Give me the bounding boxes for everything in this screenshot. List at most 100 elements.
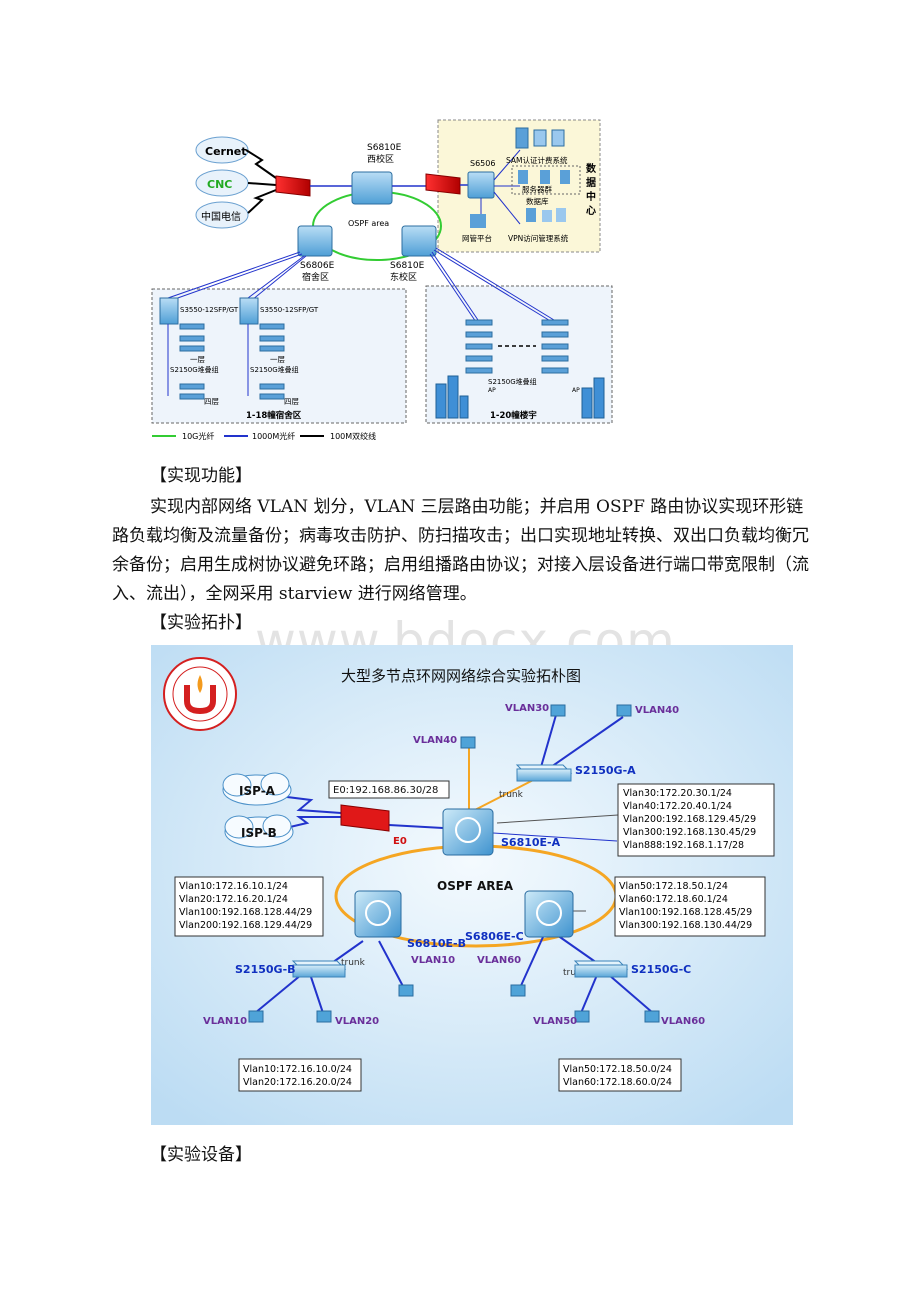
access-switch-a bbox=[515, 764, 573, 782]
core-b-label: S6810E-B bbox=[407, 937, 466, 950]
info-box-net-c: Vlan50:172.18.50.0/24 Vlan60:172.18.60.0… bbox=[558, 1058, 682, 1092]
svg-text:Vlan300:192.168.130.44/29: Vlan300:192.168.130.44/29 bbox=[619, 920, 752, 931]
access-switch-c bbox=[573, 960, 629, 978]
core-switch-c bbox=[524, 890, 574, 938]
dorm-floor-bottom-1: 四层 bbox=[204, 397, 219, 406]
core-switch-west bbox=[351, 171, 393, 205]
dorm-stack-2: S2150G堆叠组 bbox=[250, 365, 299, 374]
east-stack-label: S2150G堆叠组 bbox=[488, 377, 537, 386]
ospf-area-label: OSPF AREA bbox=[437, 879, 514, 893]
core-switch-east bbox=[401, 225, 437, 257]
dc-sam-label: SAM认证计费系统 bbox=[506, 155, 568, 165]
info-box-core-c: Vlan50:172.18.50.1/24 Vlan60:172.18.60.1… bbox=[614, 876, 766, 937]
vlan30-label: VLAN30 bbox=[505, 703, 549, 714]
dc-servers-label: 服务器群 bbox=[522, 184, 552, 194]
access-switch-b bbox=[291, 960, 347, 978]
dorm-sw1-label: S3550-12SFP/GT bbox=[180, 306, 239, 314]
svg-text:Vlan10:172.16.10.0/24: Vlan10:172.16.10.0/24 bbox=[243, 1064, 352, 1075]
core-west-label: S6810E bbox=[367, 143, 402, 153]
core-switch-dorm bbox=[297, 225, 333, 257]
cloud-telecom bbox=[195, 201, 249, 229]
cloud-label-cernet: Cernet bbox=[205, 145, 247, 158]
dc-db-label: 数据库 bbox=[526, 196, 549, 206]
svg-text:Vlan50:172.18.50.1/24: Vlan50:172.18.50.1/24 bbox=[619, 881, 728, 892]
vlan60-label: VLAN60 bbox=[661, 1016, 705, 1027]
core-dorm-label: S6806E bbox=[300, 261, 335, 271]
cloud-isp-a bbox=[222, 772, 292, 806]
dc-vpn-label: VPN访问管理系统 bbox=[508, 233, 569, 243]
svg-text:Vlan100:192.168.128.45/29: Vlan100:192.168.128.45/29 bbox=[619, 907, 752, 918]
ospf-label: OSPF area bbox=[348, 219, 389, 228]
section-title-topology: 【实验拓扑】 bbox=[150, 613, 252, 633]
dc-switch-label: S6506 bbox=[470, 159, 495, 168]
svg-text:Vlan200:192.168.129.44/29: Vlan200:192.168.129.44/29 bbox=[179, 920, 312, 931]
pc-icon bbox=[510, 984, 526, 997]
pc-icon bbox=[574, 1010, 590, 1023]
vlan40-left-label: VLAN40 bbox=[413, 735, 457, 746]
legend-1000m: 1000M光纤 bbox=[252, 431, 295, 441]
dc-title-1: 数 bbox=[586, 162, 597, 175]
pc-icon bbox=[248, 1010, 264, 1023]
section-title-function: 【实现功能】 bbox=[150, 466, 252, 486]
firewall-dc bbox=[425, 173, 461, 195]
legend-10g: 10G光纤 bbox=[182, 431, 214, 441]
svg-text:Vlan100:192.168.128.44/29: Vlan100:192.168.128.44/29 bbox=[179, 907, 312, 918]
svg-text:Vlan888:192.168.1.17/28: Vlan888:192.168.1.17/28 bbox=[623, 840, 744, 851]
dorm-zone-title: 1-18幢宿舍区 bbox=[246, 410, 302, 421]
school-logo bbox=[163, 657, 237, 731]
campus-network-diagram: Cernet CNC 中国电信 S6810E 西校区 OSPF area S65… bbox=[151, 119, 613, 441]
firewall-west bbox=[275, 175, 311, 197]
svg-text:Vlan20:172.16.20.1/24: Vlan20:172.16.20.1/24 bbox=[179, 894, 288, 905]
dc-mgmt-label: 网管平台 bbox=[462, 233, 492, 243]
svg-text:Vlan50:172.18.50.0/24: Vlan50:172.18.50.0/24 bbox=[563, 1064, 672, 1075]
vlan20-label: VLAN20 bbox=[335, 1016, 379, 1027]
pc-icon bbox=[316, 1010, 332, 1023]
vlan10-label: VLAN10 bbox=[203, 1016, 247, 1027]
svg-text:Vlan200:192.168.129.45/29: Vlan200:192.168.129.45/29 bbox=[623, 814, 756, 825]
pc-icon bbox=[398, 984, 414, 997]
sw-a-label: S2150G-A bbox=[575, 764, 636, 777]
pc-icon bbox=[644, 1010, 660, 1023]
sw-c-label: S2150G-C bbox=[631, 963, 691, 976]
pc-icon bbox=[460, 736, 476, 749]
dc-title-2: 据 bbox=[586, 176, 596, 189]
cloud-cernet bbox=[195, 136, 249, 164]
svg-text:Vlan60:172.18.60.0/24: Vlan60:172.18.60.0/24 bbox=[563, 1077, 672, 1088]
cloud-label-telecom: 中国电信 bbox=[201, 210, 241, 223]
vlan50-label: VLAN50 bbox=[533, 1016, 577, 1027]
cloud-isp-b bbox=[224, 814, 294, 848]
pc-icon bbox=[550, 704, 566, 717]
dorm-floor-bottom-2: 四层 bbox=[284, 397, 299, 406]
dorm-zone bbox=[151, 288, 407, 424]
dorm-floor-top-1: 一层 bbox=[190, 355, 205, 364]
info-box-net-b: Vlan10:172.16.10.0/24 Vlan20:172.16.20.0… bbox=[238, 1058, 362, 1092]
isp-b-label: ISP-B bbox=[241, 826, 277, 840]
vlan40-top-label: VLAN40 bbox=[635, 705, 679, 716]
svg-text:Vlan20:172.16.20.0/24: Vlan20:172.16.20.0/24 bbox=[243, 1077, 352, 1088]
dc-switch bbox=[467, 171, 495, 199]
svg-text:Vlan40:172.20.40.1/24: Vlan40:172.20.40.1/24 bbox=[623, 801, 732, 812]
svg-text:Vlan10:172.16.10.1/24: Vlan10:172.16.10.1/24 bbox=[179, 881, 288, 892]
dorm-stack-1: S2150G堆叠组 bbox=[170, 365, 219, 374]
core-c-label: S6806E-C bbox=[465, 930, 524, 943]
pc-icon bbox=[616, 704, 632, 717]
firewall-2 bbox=[340, 804, 390, 832]
info-box-core-a: Vlan30:172.20.30.1/24 Vlan40:172.20.40.1… bbox=[617, 783, 775, 857]
wan-link-1 bbox=[245, 149, 277, 179]
lab-topology-diagram: 大型多节点环网网络综合实验拓朴图 OSPF AREA ISP-A ISP-B E… bbox=[151, 645, 793, 1125]
isp-a-label: ISP-A bbox=[239, 784, 276, 798]
trunk-label-a: trunk bbox=[499, 790, 524, 800]
legend-100m: 100M双绞线 bbox=[330, 431, 376, 441]
e0-address: E0:192.168.86.30/28 bbox=[333, 785, 438, 796]
vlan60-core-label: VLAN60 bbox=[477, 955, 521, 966]
diagram-title: 大型多节点环网网络综合实验拓朴图 bbox=[341, 667, 581, 685]
east-zone-title: 1-20幢楼宇 bbox=[490, 410, 537, 421]
core-dorm-sub: 宿舍区 bbox=[302, 271, 329, 283]
core-switch-b bbox=[354, 890, 402, 938]
dorm-floor-top-2: 一层 bbox=[270, 355, 285, 364]
wan-link-3 bbox=[247, 189, 277, 214]
cloud-label-cnc: CNC bbox=[207, 178, 232, 191]
sw-b-label: S2150G-B bbox=[235, 963, 296, 976]
core-west-sub: 西校区 bbox=[367, 153, 394, 165]
wan-link-2 bbox=[247, 182, 277, 186]
